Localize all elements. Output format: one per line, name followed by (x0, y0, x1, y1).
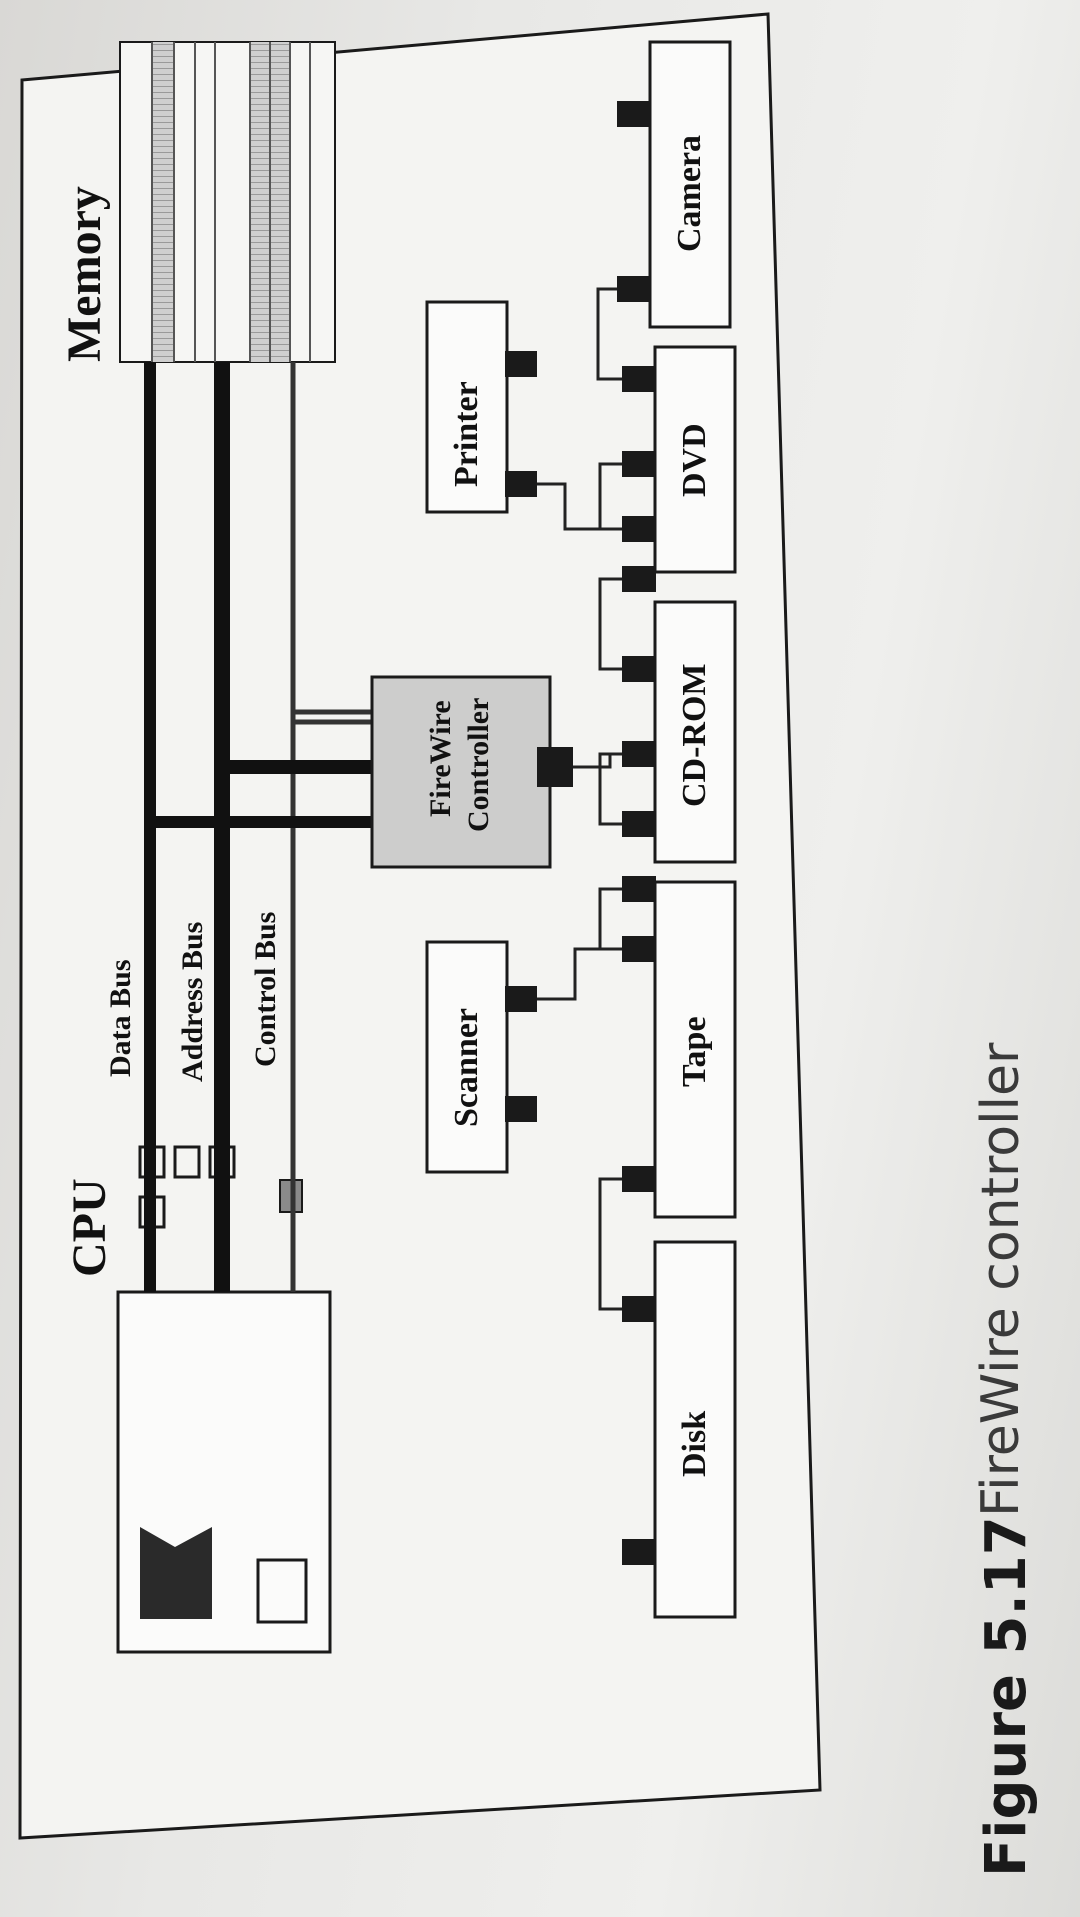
device-scanner: Scanner (425, 940, 509, 1174)
device-ports (505, 101, 656, 1565)
device-dvd: DVD (653, 345, 737, 574)
cdrom-label: CD-ROM (676, 663, 713, 807)
printer-label: Printer (448, 381, 485, 487)
memory-block (119, 41, 336, 363)
data-bus-label: Data Bus (104, 959, 137, 1077)
memory-label: Memory (58, 186, 111, 362)
device-disk: Disk (653, 1240, 737, 1619)
firewire-cables (537, 287, 622, 1311)
tape-label: Tape (676, 1016, 713, 1087)
controller-port (537, 747, 573, 787)
camera-label: Camera (671, 135, 708, 252)
device-printer: Printer (425, 300, 509, 514)
device-tape: Tape (653, 880, 737, 1219)
controller-label-line2: Controller (462, 698, 495, 832)
address-bus-label: Address Bus (176, 922, 209, 1082)
device-camera: Camera (648, 40, 732, 329)
cpu-block (116, 1145, 332, 1654)
disk-label: Disk (676, 1411, 713, 1477)
controller-label-line1: FireWire (424, 700, 457, 817)
firewire-controller (370, 675, 552, 869)
device-cdrom: CD-ROM (653, 600, 737, 864)
figure-number: Figure 5.17 (974, 1516, 1039, 1877)
cpu-label: CPU (63, 1178, 116, 1277)
dvd-label: DVD (676, 423, 713, 497)
scanner-label: Scanner (448, 1008, 485, 1127)
control-bus-label: Control Bus (249, 912, 282, 1067)
figure-caption: FireWire controller (971, 1042, 1031, 1517)
